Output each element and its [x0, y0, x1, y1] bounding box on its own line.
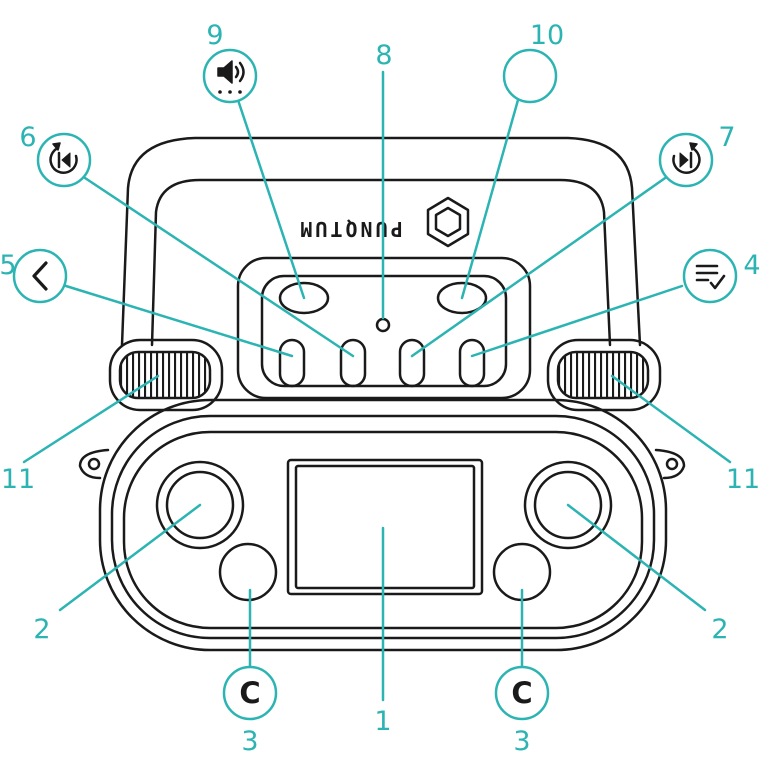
large-round-button-left[interactable] [155, 460, 245, 550]
leader-11-left [22, 374, 160, 464]
p-icon-badge [502, 48, 558, 104]
label-11-right: 11 [726, 464, 760, 495]
speaker-icon [217, 60, 245, 94]
label-6: 6 [19, 122, 36, 153]
label-10: 10 [530, 20, 564, 51]
call-icon-badge-left [222, 665, 278, 721]
display-bezel [286, 458, 484, 596]
label-3-left: 3 [241, 726, 258, 757]
list-check-icon-badge [682, 248, 738, 304]
label-2-left: 2 [33, 614, 50, 645]
label-3-right: 3 [513, 726, 530, 757]
device-body [78, 136, 686, 652]
chevron-left-icon-badge [12, 248, 68, 304]
label-2-right: 2 [711, 614, 728, 645]
skip-forward-icon [672, 142, 701, 174]
p-button[interactable] [436, 281, 488, 315]
label-7: 7 [718, 122, 735, 153]
rear-housing [120, 136, 642, 347]
leader-2-left [58, 503, 202, 612]
leader-7 [410, 174, 670, 358]
indicator-led [375, 317, 391, 333]
rear-housing-inner-edge [150, 178, 612, 347]
brand-wordmark: PUNQTUM [297, 217, 402, 241]
leader-2-right [566, 503, 707, 612]
mount-hole-left [87, 457, 101, 471]
large-round-button-right-cap [533, 470, 603, 540]
mount-tab-right [654, 448, 686, 480]
menu-select-button[interactable] [458, 338, 486, 388]
label-1: 1 [374, 706, 391, 737]
leader-5 [64, 284, 294, 358]
chevron-left-icon [32, 261, 48, 291]
leader-9 [236, 98, 306, 300]
volume-button[interactable] [278, 281, 330, 315]
mount-hole-right [665, 457, 679, 471]
call-icon-left: C [239, 676, 260, 710]
next-button[interactable] [398, 338, 426, 388]
back-button[interactable] [278, 338, 306, 388]
leader-11-right [610, 374, 732, 464]
call-button-left[interactable] [218, 542, 278, 602]
mount-tab-left [78, 448, 110, 480]
display-screen [294, 464, 476, 590]
leader-lines [22, 70, 732, 702]
label-4: 4 [743, 250, 760, 281]
punqtum-hex-logo-icon [426, 196, 470, 248]
previous-button[interactable] [339, 338, 367, 388]
large-round-button-left-cap [165, 470, 235, 540]
label-5: 5 [0, 250, 17, 281]
call-icon-right: C [511, 676, 532, 710]
leader-10 [460, 98, 520, 300]
label-9: 9 [206, 20, 223, 51]
label-11-left: 11 [1, 464, 35, 495]
label-8: 8 [375, 40, 392, 71]
leader-6 [80, 174, 355, 358]
leader-4 [470, 284, 684, 358]
skip-back-icon [49, 142, 78, 174]
call-icon-badge-right [494, 665, 550, 721]
list-check-icon [695, 264, 726, 290]
large-round-button-right[interactable] [523, 460, 613, 550]
